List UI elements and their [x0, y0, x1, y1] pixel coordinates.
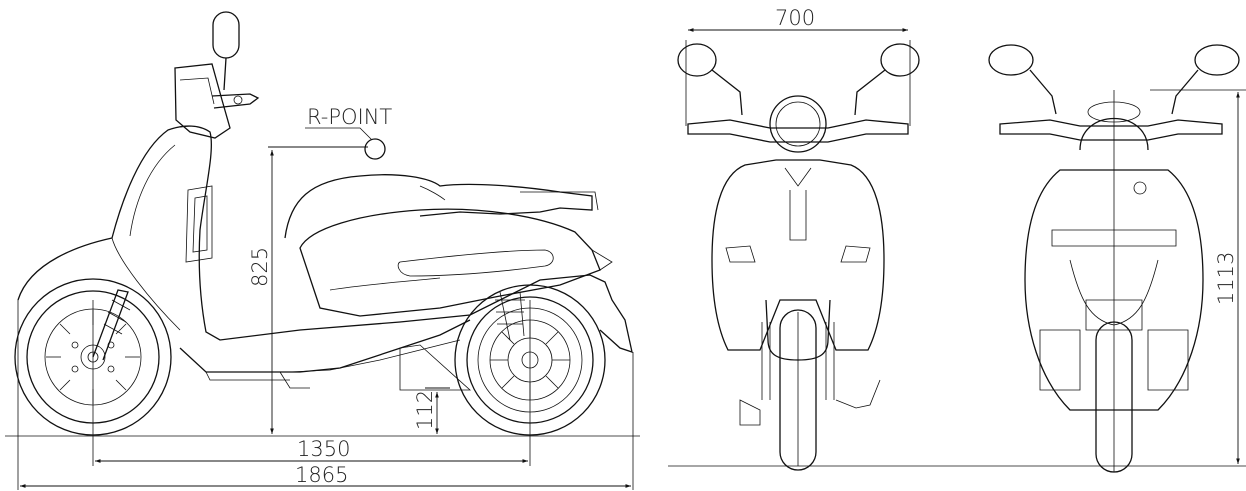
- overall-height-label: 1113: [1214, 252, 1238, 305]
- front-view: [668, 28, 1246, 471]
- rear-view: [988, 44, 1246, 473]
- dim-handlebar-width: [685, 28, 911, 126]
- dim-overall-length: [17, 300, 634, 490]
- scooter-body: [17, 11, 633, 391]
- seat-height-label: 825: [248, 247, 272, 287]
- wheelbase-label: 1350: [297, 437, 350, 461]
- r-point-marker: [364, 138, 386, 160]
- dim-ground-clearance: [425, 387, 450, 434]
- handlebar-width-label: 700: [775, 6, 815, 30]
- side-view: [5, 11, 640, 490]
- dim-wheelbase: [92, 300, 531, 466]
- r-point-label: R-POINT: [307, 105, 392, 129]
- dim-overall-height: [1150, 89, 1246, 464]
- ground-clearance-label: 112: [413, 390, 437, 430]
- dim-seat-height: [268, 146, 368, 434]
- overall-length-label: 1865: [295, 463, 348, 487]
